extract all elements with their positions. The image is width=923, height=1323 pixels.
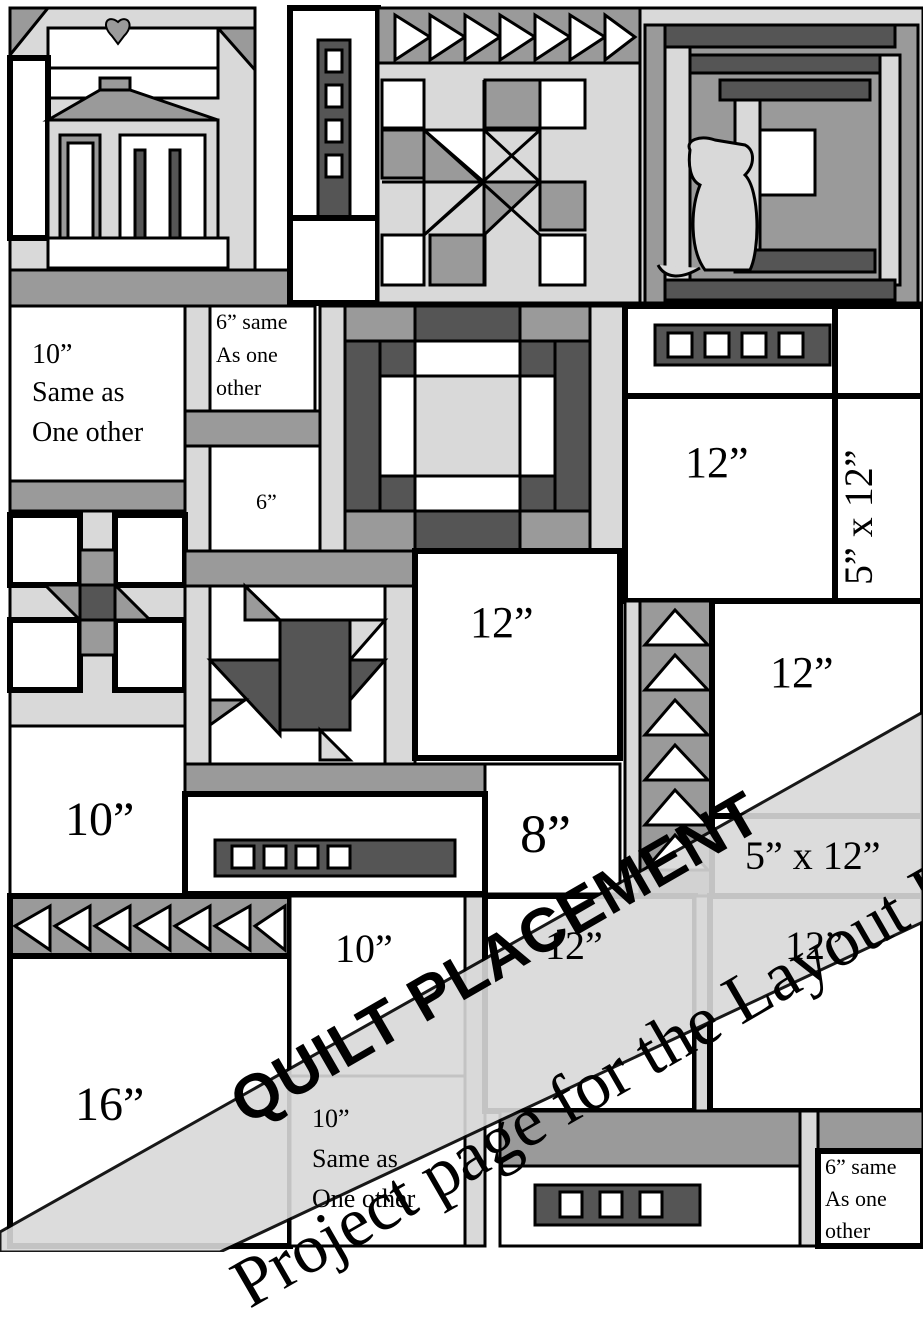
label-8: 8” bbox=[520, 806, 571, 863]
label-10-same: 10” bbox=[32, 340, 72, 369]
log-cabin-dog-block bbox=[640, 8, 923, 303]
framed-square-block bbox=[345, 306, 625, 551]
label-10-b: 10” bbox=[65, 795, 134, 845]
label-12-b: 12” bbox=[470, 600, 534, 646]
house-block bbox=[10, 8, 290, 306]
strip-block-center bbox=[185, 794, 485, 894]
label-6-same: 6” same bbox=[216, 310, 287, 333]
quilt-layout-diagram bbox=[0, 0, 923, 1252]
label-other-b: other bbox=[825, 1219, 870, 1242]
label-12-c: 12” bbox=[770, 650, 834, 696]
column-block bbox=[290, 8, 378, 303]
label-5x12-vertical: 5” x 12” bbox=[838, 449, 880, 585]
label-16: 16” bbox=[75, 1080, 144, 1130]
block-12-b bbox=[415, 551, 620, 758]
block-12-a bbox=[625, 396, 835, 601]
label-12-a: 12” bbox=[685, 440, 749, 486]
label-same-as: Same as bbox=[32, 378, 125, 407]
checker-star-block bbox=[10, 511, 185, 726]
strip-block-right bbox=[625, 306, 923, 396]
label-6-same-b: 6” same bbox=[825, 1155, 896, 1178]
label-10-c: 10” bbox=[335, 928, 393, 970]
label-6: 6” bbox=[256, 490, 277, 513]
pinwheel-star-block bbox=[378, 63, 640, 303]
label-one-other: One other bbox=[32, 418, 143, 447]
label-as-one: As one bbox=[216, 343, 278, 366]
label-other: other bbox=[216, 376, 261, 399]
flying-geese-strip-top bbox=[378, 8, 640, 63]
flying-geese-strip-bottom bbox=[10, 896, 290, 956]
label-as-one-b: As one bbox=[825, 1187, 887, 1210]
label-10-d: 10” bbox=[312, 1105, 350, 1132]
